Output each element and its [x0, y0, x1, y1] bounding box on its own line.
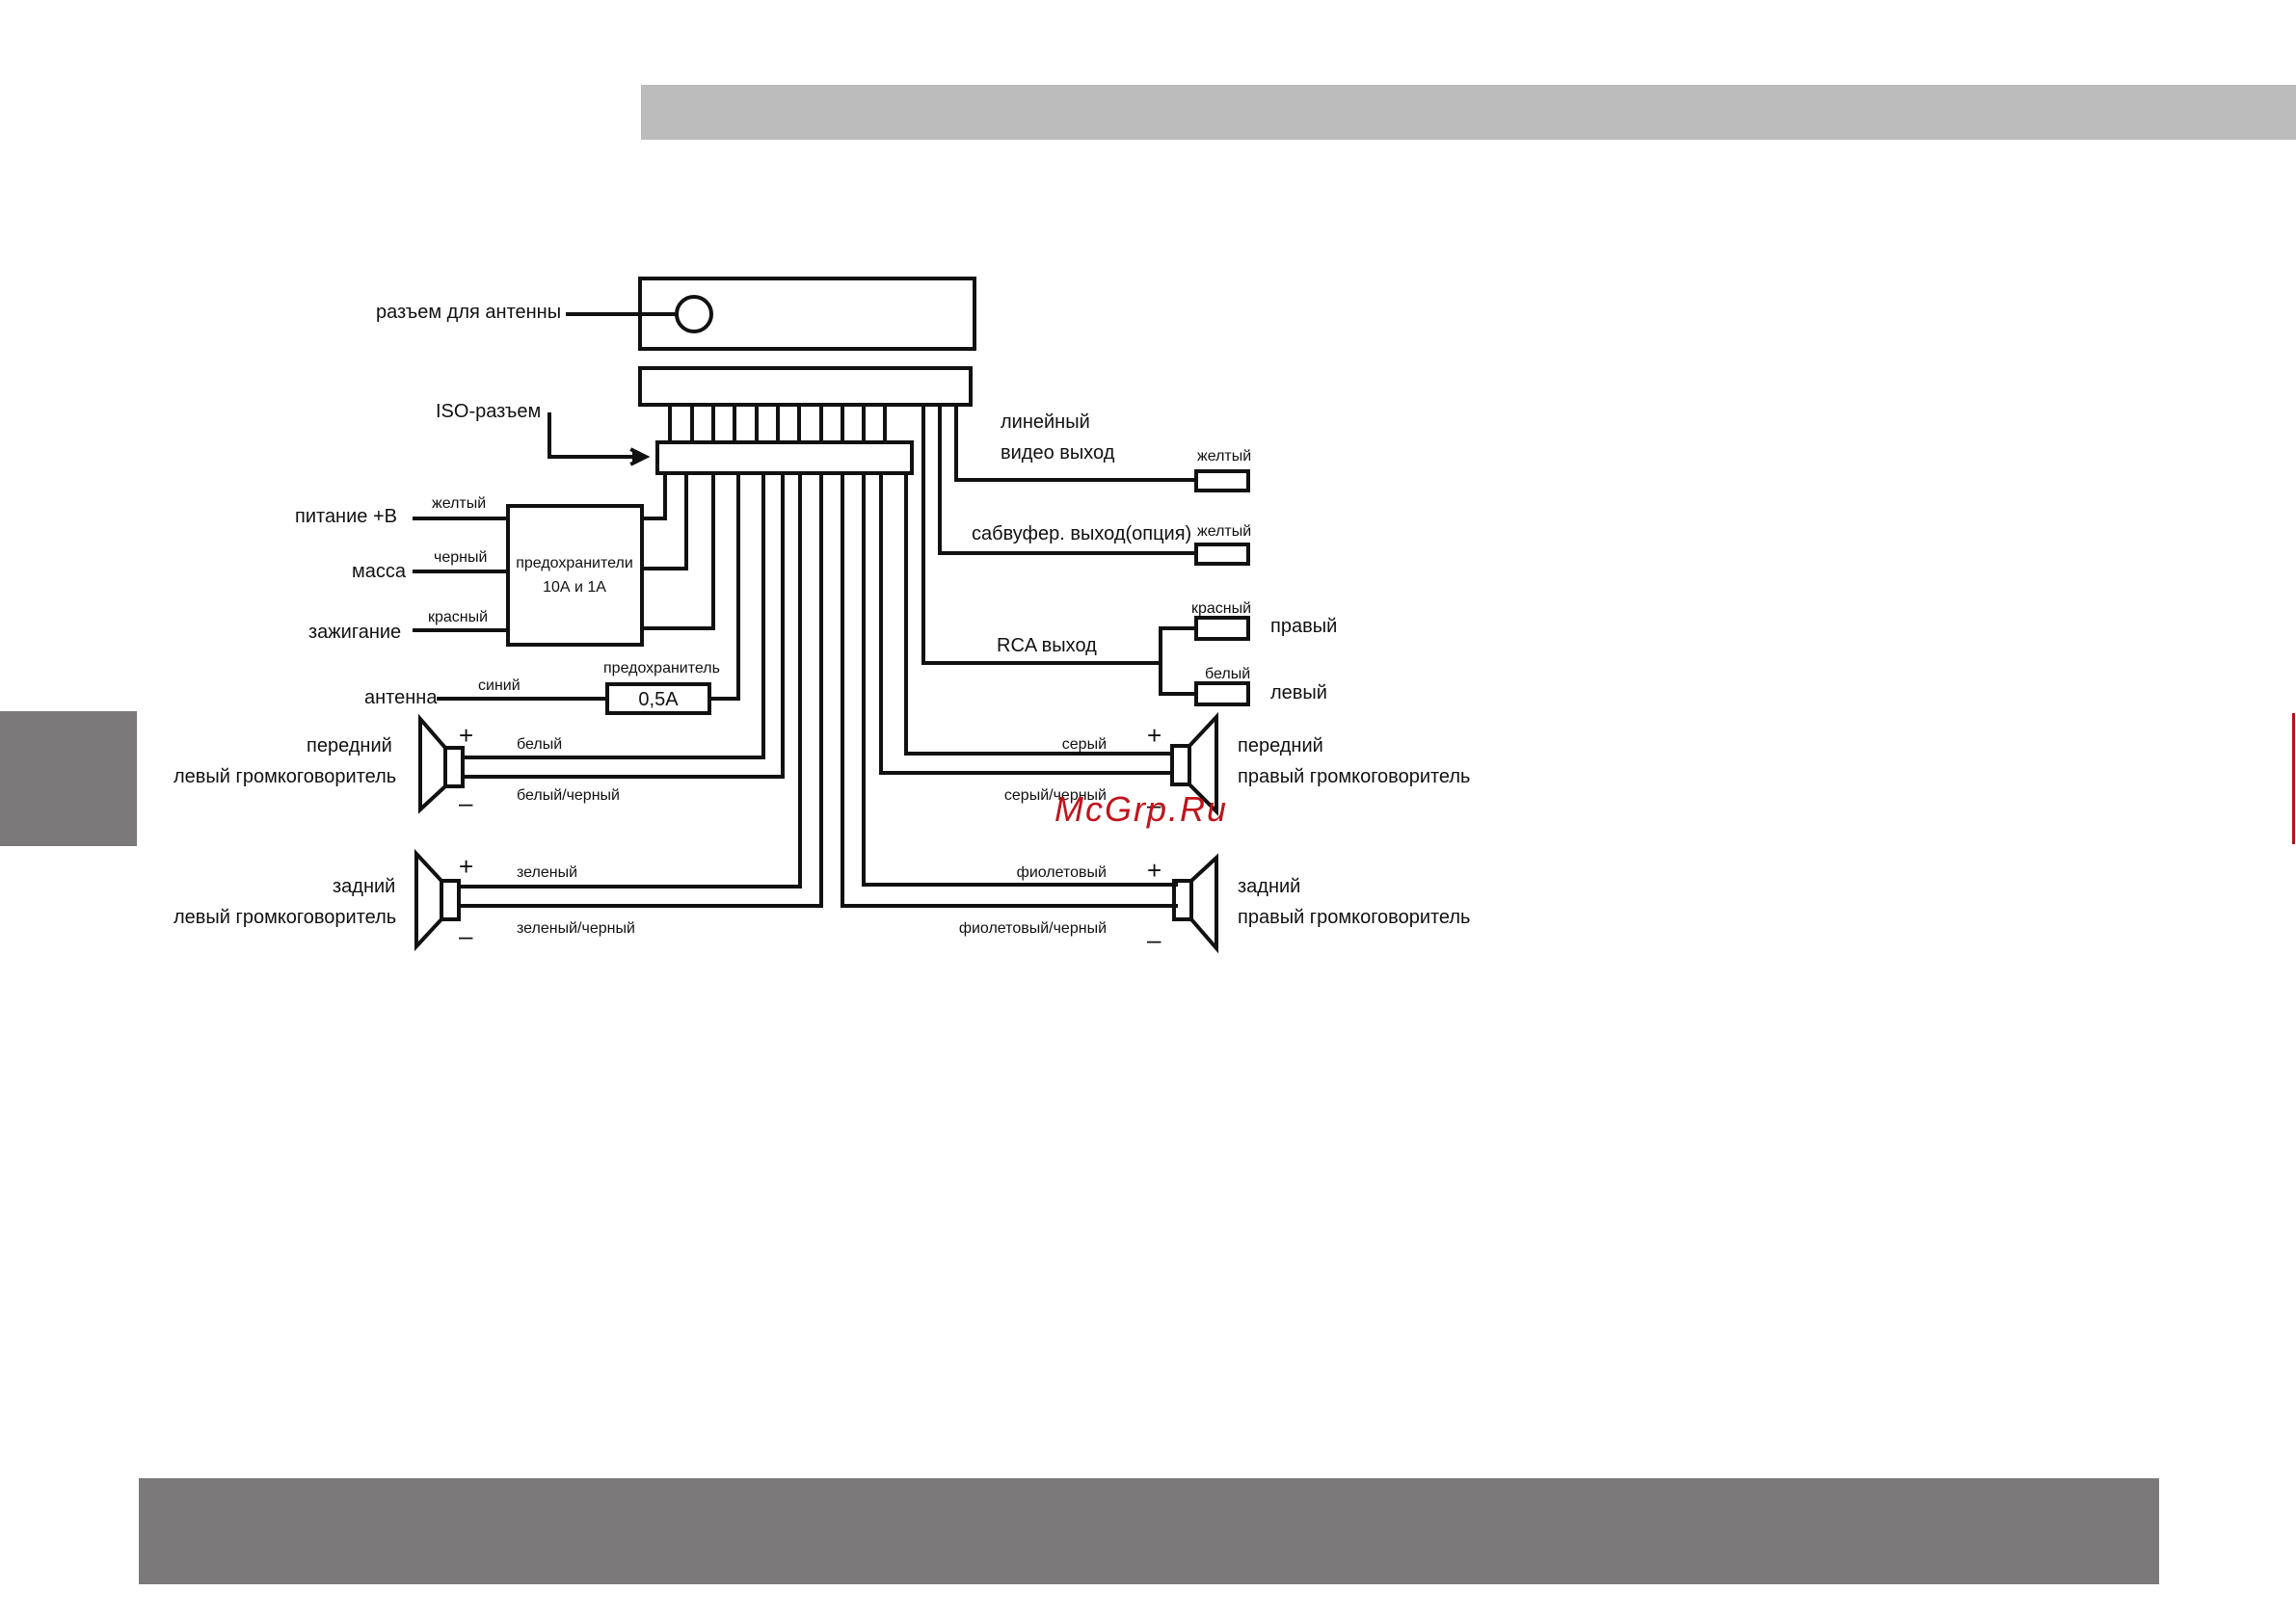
- wire-green-label: зеленый: [517, 864, 577, 881]
- wire-black-label: черный: [434, 549, 487, 566]
- rear-left-minus: –: [459, 921, 473, 950]
- ignition-label: зажигание: [308, 622, 401, 643]
- front-left-plus: +: [459, 721, 473, 750]
- wire-violet-label: фиолетовый: [1017, 864, 1107, 881]
- rear-right-label-1: задний: [1238, 876, 1300, 897]
- rear-left-speaker-icon: [414, 848, 461, 952]
- wire-red-label: красный: [428, 609, 488, 625]
- rca-left-plug: [1194, 681, 1250, 706]
- edge-marker: [2292, 713, 2295, 844]
- wire-white-black-label: белый/черный: [517, 787, 620, 804]
- rca-white-label: белый: [1205, 666, 1250, 682]
- wire-green-black-label: зеленый/черный: [517, 920, 635, 937]
- wire-blue-label: синий: [478, 677, 521, 694]
- antenna-socket: [675, 295, 713, 333]
- video-out-plug: [1194, 469, 1250, 492]
- wire-grey-label: серый: [1062, 736, 1107, 753]
- rca-red-label: красный: [1191, 600, 1251, 617]
- power-label: питание +B: [295, 506, 397, 527]
- watermark: McGrp.Ru: [1055, 789, 1228, 829]
- sub-out-label: сабвуфер. выход(опция): [972, 523, 1191, 544]
- rear-right-minus: –: [1147, 925, 1161, 954]
- video-out-label-2: видео выход: [1001, 442, 1115, 464]
- rear-left-label-1: задний: [333, 876, 395, 897]
- rca-right-label: правый: [1270, 616, 1337, 637]
- section-tab: [0, 711, 137, 846]
- wire-yellow-label: желтый: [432, 495, 486, 512]
- front-left-label-2: левый громкоговоритель: [174, 766, 396, 787]
- wire-grey-black-label: серый/черный: [1004, 787, 1107, 804]
- sub-wire-label: желтый: [1197, 523, 1251, 540]
- rear-left-plus: +: [459, 852, 473, 881]
- iso-connector-block: [638, 366, 973, 407]
- antenna-connector-label: разъем для антенны: [376, 302, 561, 323]
- iso-pins: [668, 403, 887, 444]
- rca-out-label: RCA выход: [997, 635, 1097, 656]
- front-right-minus: –: [1147, 790, 1161, 819]
- ground-label: масса: [352, 561, 407, 582]
- front-left-label-1: передний: [307, 735, 392, 756]
- front-right-label-1: передний: [1238, 735, 1323, 756]
- front-left-minus: –: [459, 788, 473, 817]
- sub-out-plug: [1194, 543, 1250, 566]
- front-right-speaker-icon: [1170, 711, 1218, 816]
- video-wire-label: желтый: [1197, 448, 1251, 464]
- fuses-label-2: 10А и 1А: [543, 579, 606, 596]
- video-out-label-1: линейный: [1001, 411, 1090, 433]
- wire-violet-black-label: фиолетовый/черный: [959, 920, 1107, 937]
- fuses-label-1: предохранители: [516, 555, 633, 571]
- fuse-box: [506, 504, 644, 647]
- rear-right-label-2: правый громкоговоритель: [1238, 907, 1470, 928]
- antenna-label: антенна: [364, 687, 438, 708]
- rca-right-plug: [1194, 616, 1250, 641]
- iso-connector-label: ISO-разъем: [436, 401, 541, 422]
- iso-connector-plug: [655, 440, 914, 475]
- rear-right-speaker-icon: [1172, 853, 1218, 954]
- front-left-speaker-icon: [418, 713, 465, 814]
- head-unit: [638, 277, 976, 351]
- rca-left-label: левый: [1270, 682, 1327, 703]
- wire-white-label: белый: [517, 736, 562, 753]
- rear-right-plus: +: [1147, 856, 1161, 885]
- footer-band: [139, 1478, 2159, 1584]
- fuse-single-label: предохранитель: [603, 660, 720, 676]
- front-right-plus: +: [1147, 721, 1161, 750]
- header-band: [641, 85, 2296, 140]
- front-right-label-2: правый громкоговоритель: [1238, 766, 1470, 787]
- rear-left-label-2: левый громкоговоритель: [174, 907, 396, 928]
- fuse-value-label: 0,5А: [638, 689, 679, 710]
